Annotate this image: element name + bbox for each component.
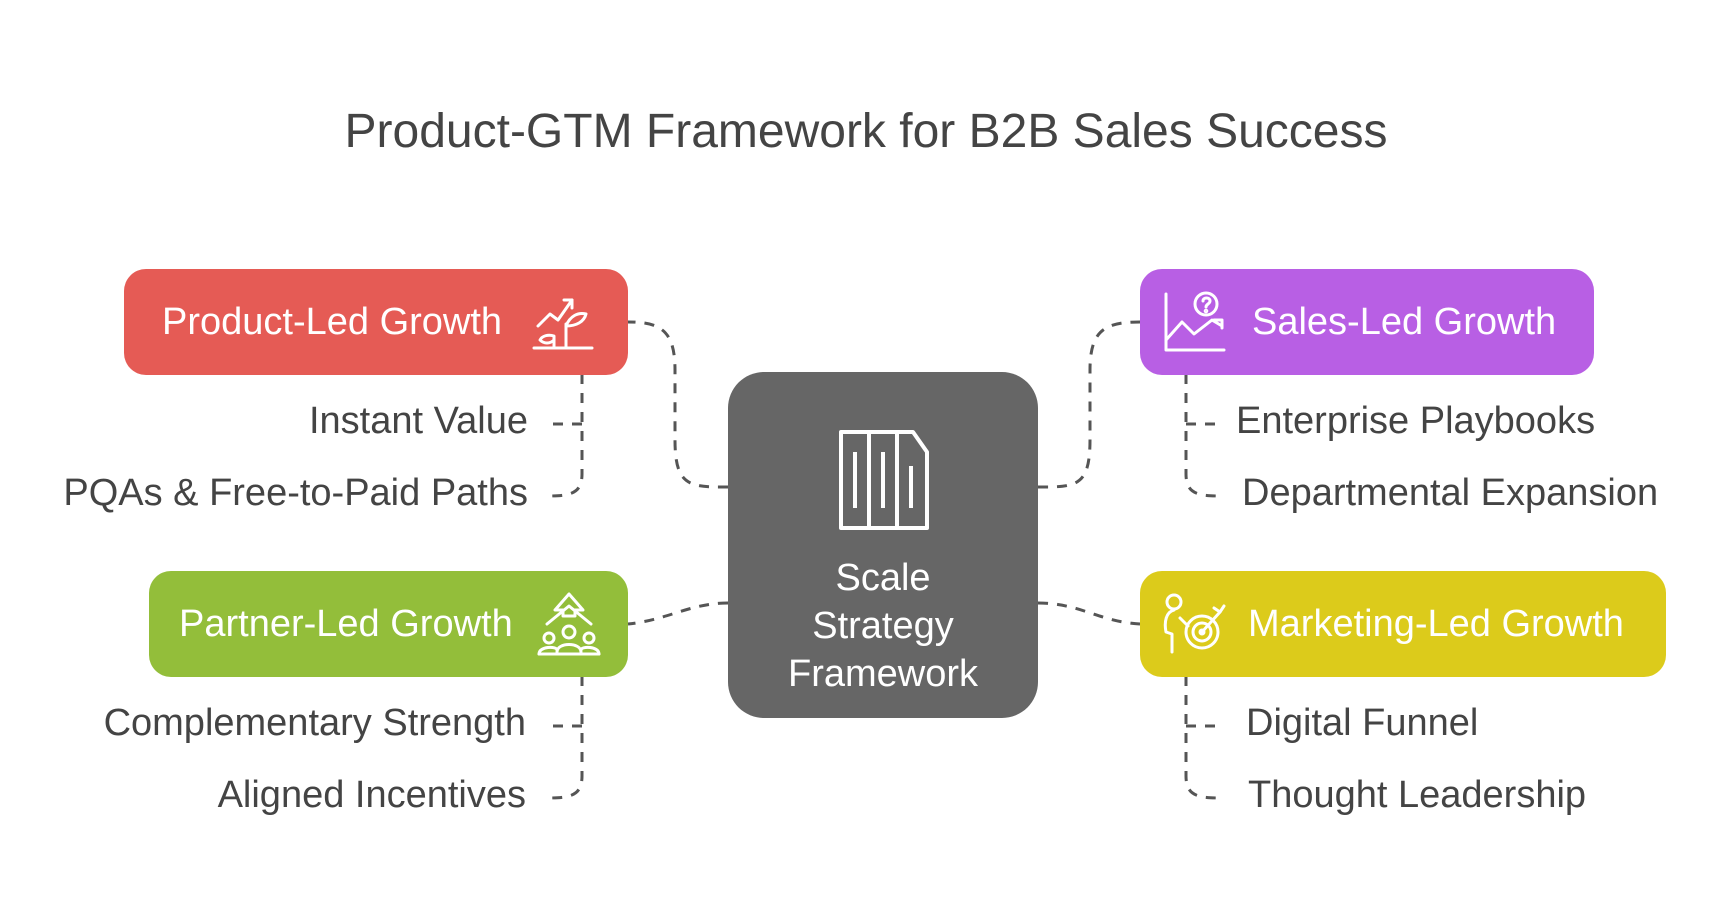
connector-marketing-items [1184,676,1223,800]
center-node: Scale Strategy Framework [728,372,1038,718]
connector-product-items [545,374,584,498]
team-arrow-up-icon [537,592,601,656]
connector-center-product [627,320,729,489]
connector-sales-items [1184,374,1223,498]
branch-sales-led-label: Sales-Led Growth [1252,300,1557,343]
branch-marketing-led: Marketing-Led Growth [1140,571,1666,677]
chart-question-icon [1164,291,1226,352]
branch-product-led-label: Product-Led Growth [162,300,503,343]
connector-center-partner [627,601,729,626]
branch-sales-led: Sales-Led Growth [1140,269,1594,375]
person-target-icon [1163,593,1226,654]
product-led-item-1: Instant Value [308,400,528,442]
sales-led-item-2: Departmental Expansion [1242,472,1659,514]
sales-led-item-1: Enterprise Playbooks [1236,400,1596,442]
partner-led-item-1: Complementary Strength [103,702,526,744]
sprouting-growth-icon [532,298,594,350]
partner-led-item-2: Aligned Incentives [217,774,526,816]
product-led-item-2: PQAs & Free-to-Paid Paths [63,472,528,514]
connector-partner-items [545,676,584,800]
connector-center-sales [1037,320,1141,489]
diagram-title: Product-GTM Framework for B2B Sales Succ… [344,105,1388,158]
branch-marketing-led-label: Marketing-Led Growth [1248,602,1624,645]
center-label: Scale Strategy Framework [787,557,979,695]
library-columns-icon [839,430,929,530]
marketing-led-item-2: Thought Leadership [1248,774,1587,816]
branch-partner-led: Partner-Led Growth [149,571,628,677]
marketing-led-item-1: Digital Funnel [1246,702,1479,744]
branch-partner-led-label: Partner-Led Growth [179,602,513,645]
connector-center-marketing [1037,601,1141,626]
branch-product-led: Product-Led Growth [124,269,628,375]
